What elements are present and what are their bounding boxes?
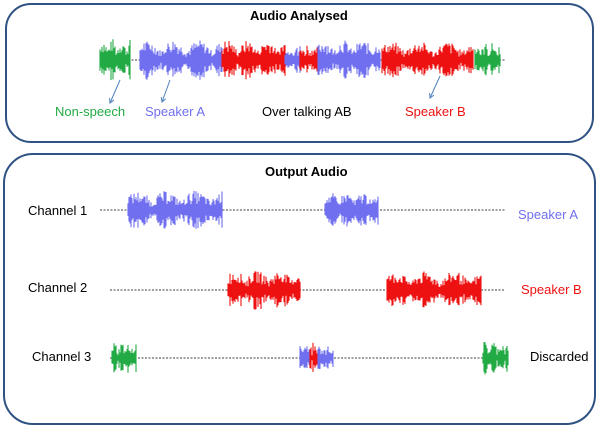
channel-3-non-speech-end: [482, 342, 509, 375]
speaker-b-arrow: [429, 75, 441, 99]
channel-1-label: Channel 1: [28, 203, 88, 218]
analysed-non-speech-end: [474, 43, 501, 76]
channel-3-overlap-blue-2: [317, 346, 334, 369]
channel-1-speaker-a-segment-2: [324, 193, 379, 227]
channel-2-label: Channel 2: [28, 280, 88, 295]
audio-analysed-title: Audio Analysed: [250, 8, 348, 23]
channel-2-destination: Speaker B: [521, 282, 582, 297]
output-audio-title: Output Audio: [265, 164, 348, 179]
channel-3-overlap-blue-1: [299, 346, 311, 369]
analysed-over-talking-red: [221, 41, 286, 80]
channel-3-label: Channel 3: [32, 349, 92, 364]
non-speech-label: Non-speech: [55, 104, 126, 119]
analysed-over-talking-red-2: [299, 45, 319, 73]
channel-1-speaker-a-segment-1: [127, 190, 223, 229]
analysed-over-talking-blue-1: [284, 46, 301, 73]
speaker-a-arrow: [160, 79, 171, 103]
channel-2-speaker-b-segment-1: [227, 271, 301, 310]
speaker-b-label: Speaker B: [405, 104, 466, 119]
speaker-a-label: Speaker A: [145, 104, 205, 119]
channel-3-non-speech-start: [111, 343, 137, 373]
analysed-non-speech-start: [99, 39, 131, 81]
channel-3-destination: Discarded: [530, 349, 589, 364]
channel-2-speaker-b-segment-2: [386, 271, 482, 308]
analysed-speaker-a: [139, 40, 223, 80]
non-speech-arrow: [109, 79, 121, 104]
analysed-speaker-a-2: [317, 40, 381, 79]
analysed-speaker-b: [381, 42, 474, 78]
over-talking-label: Over talking AB: [262, 104, 352, 119]
output-audio-panel: [3, 153, 596, 425]
channel-1-destination: Speaker A: [518, 207, 578, 222]
channel-3-overlap-red: [309, 342, 319, 372]
audio-analysed-panel: [5, 3, 594, 143]
